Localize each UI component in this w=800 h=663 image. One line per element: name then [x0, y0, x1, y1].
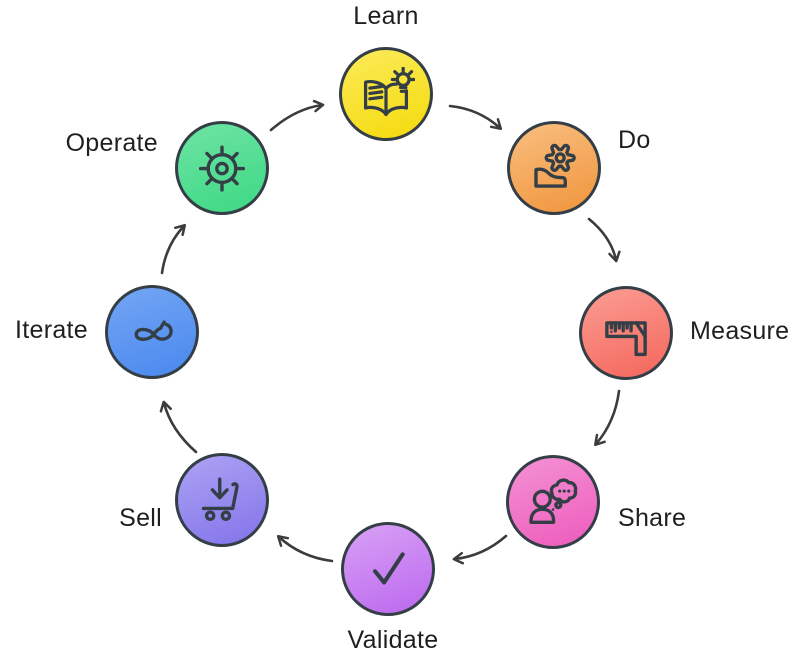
- helm-sun-icon: [198, 145, 246, 192]
- carpenter-square-icon: [605, 321, 647, 357]
- node-validate: [341, 522, 435, 616]
- gear-shoe-icon: [534, 143, 576, 188]
- arrow-validate-to-sell: [276, 535, 334, 563]
- cart-download-icon: [201, 477, 239, 522]
- node-label-operate: Operate: [65, 129, 158, 157]
- node-label-do: Do: [618, 126, 651, 154]
- node-share: [506, 455, 600, 549]
- node-measure: [579, 286, 673, 380]
- arrow-operate-to-learn: [269, 99, 325, 132]
- checkmark-icon: [373, 552, 405, 585]
- infinity-loop-arrow-icon: [134, 320, 173, 342]
- arrow-do-to-measure: [587, 217, 621, 263]
- arrow-measure-to-share: [594, 389, 621, 447]
- node-label-learn: Learn: [353, 2, 419, 30]
- arrow-iterate-to-operate: [160, 223, 187, 275]
- node-operate: [175, 121, 269, 215]
- node-label-measure: Measure: [690, 317, 790, 345]
- node-iterate: [105, 285, 199, 379]
- node-label-sell: Sell: [119, 504, 162, 532]
- arrow-share-to-validate: [452, 534, 508, 565]
- open-book-lightbulb-icon: [363, 67, 415, 117]
- node-label-iterate: Iterate: [15, 316, 88, 344]
- node-sell: [175, 453, 269, 547]
- node-do: [507, 121, 601, 215]
- node-label-share: Share: [618, 504, 687, 532]
- person-thought-bubble-icon: [529, 478, 578, 524]
- arrow-learn-to-do: [448, 104, 503, 130]
- node-learn: [339, 47, 433, 141]
- node-label-validate: Validate: [347, 626, 439, 654]
- arrow-sell-to-iterate: [159, 400, 198, 454]
